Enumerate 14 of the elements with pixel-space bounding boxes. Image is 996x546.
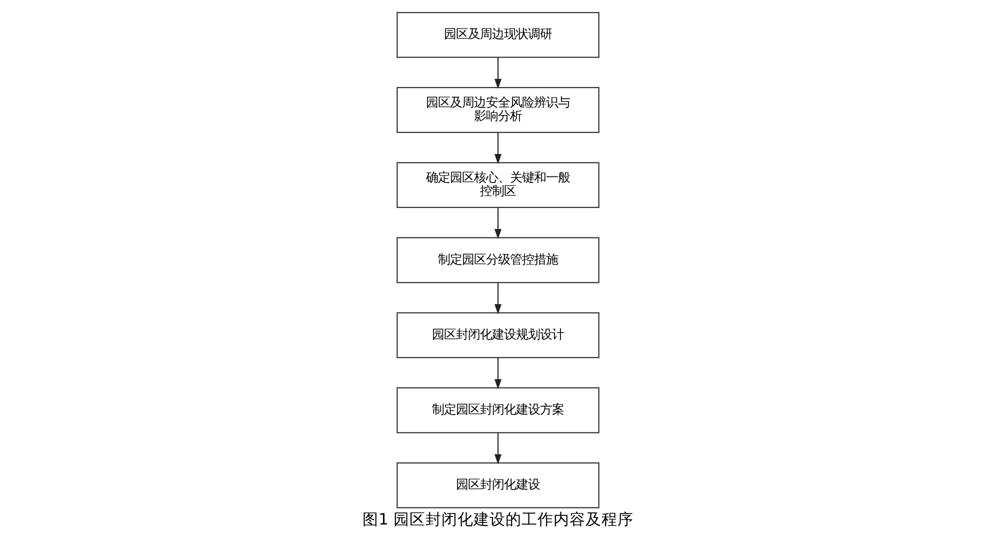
arrow — [494, 282, 502, 314]
caption: 图1 园区封闭化建设的工作内容及程序 — [362, 510, 634, 529]
node-box: 园区封闭化建设 — [396, 462, 600, 508]
node-box: 制定园区封闭化建设方案 — [396, 387, 600, 434]
arrow — [494, 432, 502, 464]
arrow — [494, 208, 502, 240]
arrow — [494, 132, 502, 164]
node-box: 园区及周边现状调研 — [396, 12, 600, 58]
arrow — [494, 358, 502, 390]
node-box: 确定园区核心、关键和一般控制区 — [396, 162, 600, 208]
node-box: 园区及周边安全风险辨识与影响分析 — [396, 87, 600, 133]
node-box: 制定园区分级管控措施 — [396, 237, 600, 284]
arrow — [494, 58, 502, 90]
node-box: 园区封闭化建设规划设计 — [396, 312, 600, 358]
